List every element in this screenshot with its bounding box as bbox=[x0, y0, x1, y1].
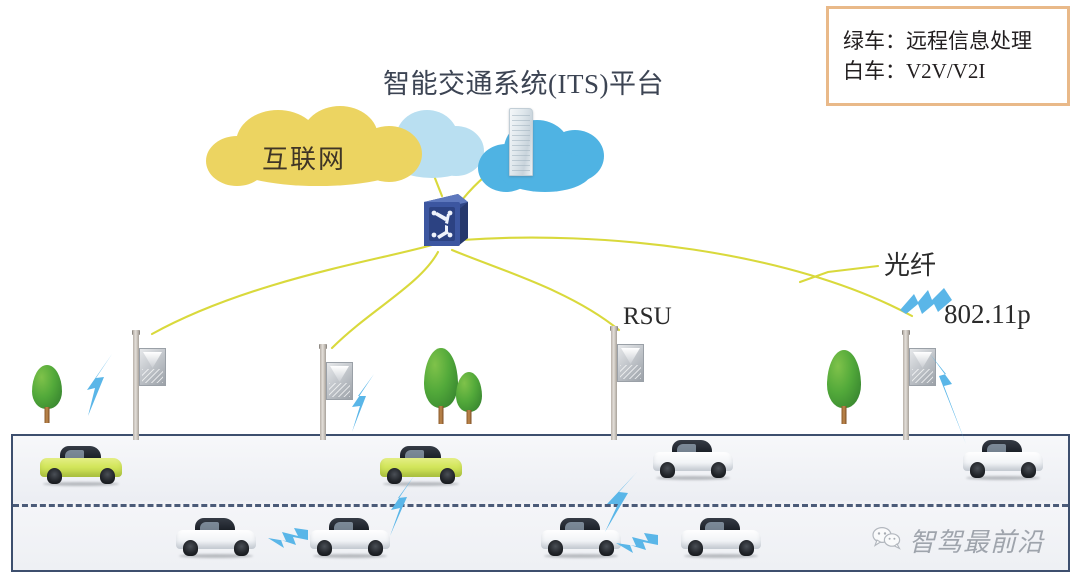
car-shadow bbox=[43, 482, 119, 486]
watermark-text: 智驾最前沿 bbox=[909, 527, 1045, 557]
car-shadow bbox=[684, 554, 758, 558]
fiber-link-2 bbox=[330, 250, 440, 350]
tree-2 bbox=[424, 348, 458, 424]
fiber-link-1 bbox=[150, 243, 434, 336]
internet-cloud-label: 互联网 bbox=[262, 145, 347, 174]
pole-shaft bbox=[903, 330, 909, 440]
car-shadow bbox=[313, 554, 387, 558]
signal-bolt-v2i-1 bbox=[82, 352, 116, 418]
legend-row-green-car: 绿车：远程信息处理 bbox=[843, 28, 1032, 53]
car-wheel bbox=[710, 462, 726, 478]
car-shadow bbox=[656, 476, 730, 480]
datacenter-cloud bbox=[478, 116, 604, 194]
rsu-label: RSU bbox=[623, 303, 672, 330]
car-wheel bbox=[1020, 462, 1036, 478]
rsu-pole-1[interactable] bbox=[132, 330, 167, 440]
pole-shaft bbox=[611, 326, 617, 440]
white-car-4 bbox=[310, 512, 390, 558]
car-window bbox=[334, 522, 354, 531]
page-title: 智能交通系统(ITS)平台 bbox=[383, 69, 664, 99]
car-shadow bbox=[966, 476, 1040, 480]
fiber-callout-leader bbox=[798, 264, 880, 284]
rsu-pole-2[interactable] bbox=[319, 344, 354, 440]
car-window bbox=[987, 444, 1007, 453]
car-wheel bbox=[47, 468, 63, 484]
car-window bbox=[677, 444, 697, 453]
signal-bolt-v2v-2 bbox=[380, 474, 420, 538]
rsu-pole-3[interactable] bbox=[610, 326, 645, 440]
rsu-pole-4[interactable] bbox=[902, 330, 937, 440]
green-car-2 bbox=[380, 440, 462, 486]
car-wheel bbox=[439, 468, 455, 484]
car-wheel bbox=[970, 462, 986, 478]
white-car-5 bbox=[541, 512, 621, 558]
fiber-link-4 bbox=[460, 236, 914, 318]
white-car-2 bbox=[963, 434, 1043, 480]
white-car-1 bbox=[653, 434, 733, 480]
legend-box: 绿车：远程信息处理 白车：V2V/V2I bbox=[826, 6, 1070, 106]
car-window bbox=[200, 522, 220, 531]
car-wheel bbox=[233, 540, 249, 556]
car-wheel bbox=[660, 462, 676, 478]
white-car-3 bbox=[176, 512, 256, 558]
green-car-1 bbox=[40, 440, 122, 486]
signal-bolt-802-11p bbox=[898, 286, 956, 316]
tree-3 bbox=[456, 372, 482, 424]
car-shadow bbox=[179, 554, 253, 558]
signal-bolt-v2v-1 bbox=[264, 524, 310, 552]
wechat-icon bbox=[872, 526, 902, 555]
car-wheel bbox=[598, 540, 614, 556]
tree-1 bbox=[32, 365, 62, 423]
car-window bbox=[705, 522, 725, 531]
signal-bolt-v2i-3 bbox=[924, 352, 970, 448]
car-wheel bbox=[99, 468, 115, 484]
office-tower-icon bbox=[509, 108, 533, 176]
rsu-antenna-icon bbox=[139, 348, 166, 386]
signal-bolt-v2i-2 bbox=[348, 372, 382, 434]
signal-bolt-v2v-3 bbox=[597, 470, 643, 536]
car-wheel bbox=[688, 540, 704, 556]
signal-bolt-v2v-4 bbox=[612, 530, 660, 556]
rsu-antenna-icon bbox=[909, 348, 936, 386]
white-car-6 bbox=[681, 512, 761, 558]
car-wheel bbox=[548, 540, 564, 556]
car-wheel bbox=[387, 468, 403, 484]
car-wheel bbox=[738, 540, 754, 556]
car-shadow bbox=[544, 554, 618, 558]
wifi-standard-label: 802.11p bbox=[944, 299, 1031, 329]
car-window bbox=[404, 450, 425, 459]
lane-divider bbox=[13, 504, 1068, 507]
watermark: 智驾最前沿 bbox=[872, 522, 1044, 559]
fiber-link-3 bbox=[450, 248, 621, 332]
car-wheel bbox=[317, 540, 333, 556]
car-wheel bbox=[367, 540, 383, 556]
car-window bbox=[565, 522, 585, 531]
rsu-antenna-icon bbox=[617, 344, 644, 382]
network-switch-icon bbox=[418, 192, 470, 254]
legend-row-white-car: 白车：V2V/V2I bbox=[843, 59, 986, 83]
rsu-antenna-icon bbox=[326, 362, 353, 400]
internet-cloud bbox=[206, 106, 426, 188]
roadway bbox=[11, 434, 1070, 572]
pole-shaft bbox=[133, 330, 139, 440]
fiber-label: 光纤 bbox=[884, 251, 937, 280]
tree-4 bbox=[827, 350, 861, 424]
car-window bbox=[64, 450, 85, 459]
pole-shaft bbox=[320, 344, 326, 440]
car-shadow bbox=[383, 482, 459, 486]
car-wheel bbox=[183, 540, 199, 556]
